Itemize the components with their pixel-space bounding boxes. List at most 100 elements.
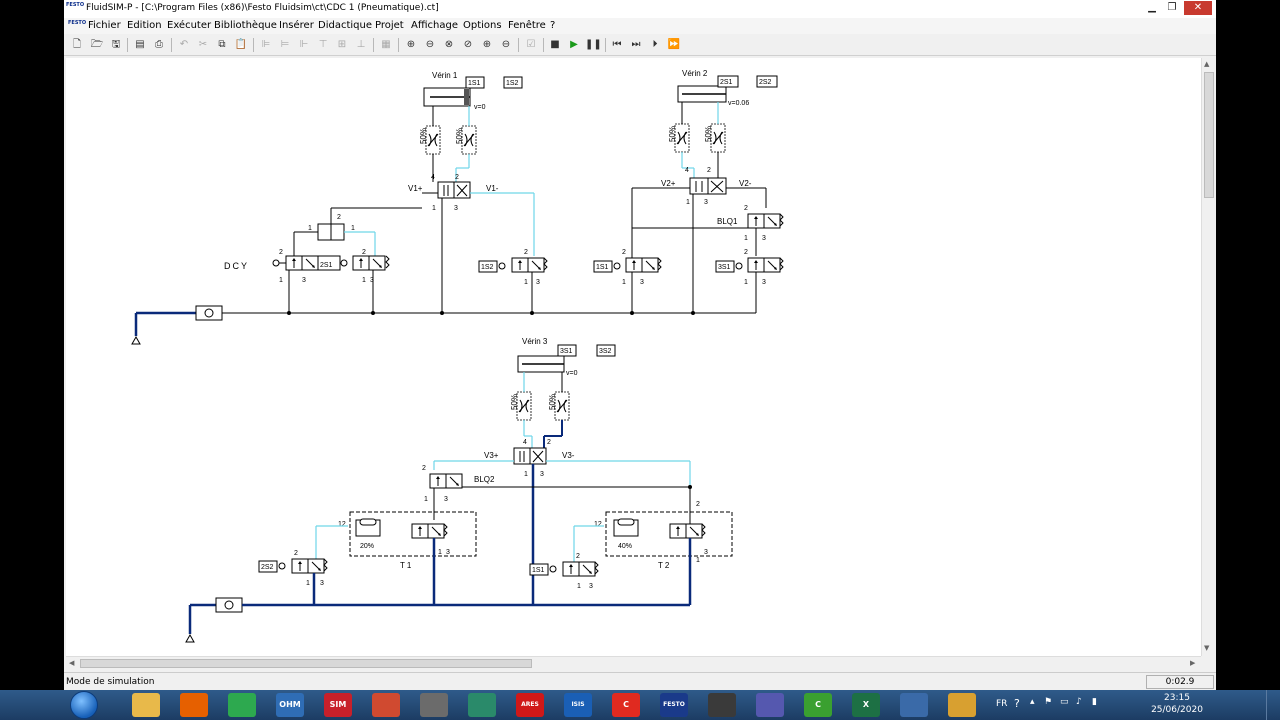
align-middle-icon[interactable]: ⊞ [337, 39, 347, 50]
show-desktop-button[interactable] [1266, 690, 1280, 720]
taskbar-app-bin-icon[interactable] [420, 693, 448, 717]
taskbar-ares-icon[interactable]: ARES [516, 693, 544, 717]
align-bottom-icon[interactable]: ⊥ [356, 39, 366, 50]
menu-affichage[interactable]: Affichage [411, 20, 458, 31]
status-bar: Mode de simulation 0:02.9 [64, 672, 1216, 690]
print-preview-icon[interactable]: ▤ [135, 39, 145, 50]
save-icon[interactable]: 🖫 [111, 39, 121, 50]
minimize-icon[interactable]: ▁ [1148, 2, 1156, 13]
port-label: 2 [337, 214, 341, 221]
zoom-fit-icon[interactable]: ⊕ [406, 39, 416, 50]
single-step-icon[interactable]: ⏭ [631, 39, 641, 50]
port-label: 3 [704, 549, 708, 556]
copy-icon[interactable]: ⧉ [218, 39, 226, 50]
cut-icon[interactable]: ✂ [198, 39, 208, 50]
grid-icon[interactable]: ▦ [381, 39, 391, 50]
taskbar-ohm-icon[interactable]: OHM [276, 693, 304, 717]
clock-time[interactable]: 23:15 [1164, 693, 1190, 703]
scroll-right-icon[interactable]: ▶ [1190, 659, 1196, 667]
play-icon[interactable]: ▶ [570, 39, 578, 50]
port-label: 2 [362, 249, 366, 256]
taskbar-photos-icon[interactable] [900, 693, 928, 717]
close-icon[interactable]: ✕ [1184, 1, 1212, 15]
zoom-previous-icon[interactable]: ⊘ [463, 39, 473, 50]
help-icon[interactable]: ? [1014, 697, 1020, 710]
vertical-scroll-thumb[interactable] [1204, 72, 1214, 198]
undo-icon[interactable]: ↶ [179, 39, 189, 50]
port-label: 3 [444, 496, 448, 503]
menu-inserer[interactable]: Insérer [279, 20, 314, 31]
taskbar-app-pen-icon[interactable] [468, 693, 496, 717]
new-file-icon[interactable]: 🗋 [72, 39, 82, 50]
menu-projet[interactable]: Projet [375, 20, 404, 31]
scroll-up-icon[interactable]: ▲ [1204, 60, 1210, 68]
taskbar-paint-icon[interactable] [948, 693, 976, 717]
flag-icon[interactable]: ⚑ [1044, 697, 1053, 707]
timer-percent: 40% [618, 543, 632, 550]
port-label: 1 [686, 199, 690, 206]
taskbar-isis-icon[interactable]: ISIS [564, 693, 592, 717]
stop-icon[interactable]: ■ [550, 39, 560, 50]
zoom-area-icon[interactable]: ⊖ [425, 39, 435, 50]
scroll-down-icon[interactable]: ▼ [1204, 644, 1210, 652]
zoom-out-icon[interactable]: ⊖ [501, 39, 511, 50]
taskbar-firefox-icon[interactable] [180, 693, 208, 717]
taskbar-camtasia-icon[interactable]: C [804, 693, 832, 717]
language-indicator[interactable]: FR [996, 699, 1008, 709]
taskbar-explorer-icon[interactable] [132, 693, 160, 717]
taskbar-app-graph-icon[interactable] [708, 693, 736, 717]
taskbar-chrome-icon[interactable] [228, 693, 256, 717]
menu-bibliotheque[interactable]: Bibliothèque [214, 20, 277, 31]
taskbar-teams-icon[interactable] [756, 693, 784, 717]
circuit-canvas[interactable]: Vérin 1 1S1 1S2 v=0 50% 50% V1+ [66, 58, 1201, 656]
horizontal-scrollbar[interactable]: ◀ ▶ [66, 656, 1201, 670]
open-folder-icon[interactable]: 🗁 [90, 39, 104, 50]
port-label: 3 [302, 277, 306, 284]
port-label: 1 [424, 496, 428, 503]
volume-icon[interactable]: ♪ [1076, 697, 1082, 707]
taskbar-cade-icon[interactable]: C [612, 693, 640, 717]
scroll-left-icon[interactable]: ◀ [69, 659, 75, 667]
align-center-icon[interactable]: ⊨ [280, 39, 290, 50]
valve-label-v3-plus: V3+ [484, 451, 499, 460]
menu-executer[interactable]: Exécuter [167, 20, 212, 31]
taskbar-app-hat-icon[interactable] [372, 693, 400, 717]
align-left-icon[interactable]: ⊫ [261, 39, 271, 50]
menu-edition[interactable]: Edition [127, 20, 162, 31]
taskbar-fluidsim-icon[interactable]: FESTO [660, 693, 688, 717]
network-signal-icon[interactable]: ▮ [1092, 697, 1097, 707]
print-icon[interactable]: ⎙ [155, 39, 163, 50]
start-menu-icon[interactable] [70, 691, 98, 719]
title-bar[interactable]: FESTO FluidSIM-P - [C:\Program Files (x8… [64, 0, 1216, 18]
maximize-icon[interactable]: ❐ [1167, 2, 1177, 13]
pause-icon[interactable]: ❚❚ [585, 39, 602, 50]
menu-help[interactable]: ? [550, 20, 556, 31]
zoom-window-icon[interactable]: ⊗ [444, 39, 454, 50]
port-label: 1 [524, 279, 528, 286]
fast-forward-icon[interactable]: ⏩ [667, 39, 681, 50]
timer-t2[interactable] [605, 511, 733, 557]
network-icon[interactable]: ▴ [1030, 697, 1035, 707]
horizontal-scroll-thumb[interactable] [80, 659, 532, 668]
vertical-scrollbar[interactable]: ▲ ▼ [1201, 58, 1216, 656]
zoom-in-icon[interactable]: ⊕ [482, 39, 492, 50]
port-label: 1 [438, 549, 442, 556]
taskbar-sim-icon[interactable]: SIM [324, 693, 352, 717]
timer-t1[interactable] [349, 511, 477, 557]
align-right-icon[interactable]: ⊩ [299, 39, 309, 50]
clock-date[interactable]: 25/06/2020 [1151, 705, 1203, 715]
document-icon[interactable]: FESTO [68, 20, 87, 26]
taskbar-excel-icon[interactable]: X [852, 693, 880, 717]
paste-icon[interactable]: 📋 [234, 39, 248, 50]
menu-fichier[interactable]: Fichier [88, 20, 121, 31]
align-top-icon[interactable]: ⊤ [318, 39, 328, 50]
step-forward-icon[interactable]: ⏵ [652, 39, 658, 50]
valve-label-v3-minus: V3- [562, 451, 575, 460]
menu-options[interactable]: Options [463, 20, 502, 31]
reset-icon[interactable]: ⏮ [612, 39, 622, 50]
menu-didactique[interactable]: Didactique [318, 20, 372, 31]
display-icon[interactable]: ▭ [1060, 697, 1069, 707]
check-drawing-icon[interactable]: ☑ [526, 39, 536, 50]
port-label: 1 [622, 279, 626, 286]
menu-fenetre[interactable]: Fenêtre [508, 20, 546, 31]
